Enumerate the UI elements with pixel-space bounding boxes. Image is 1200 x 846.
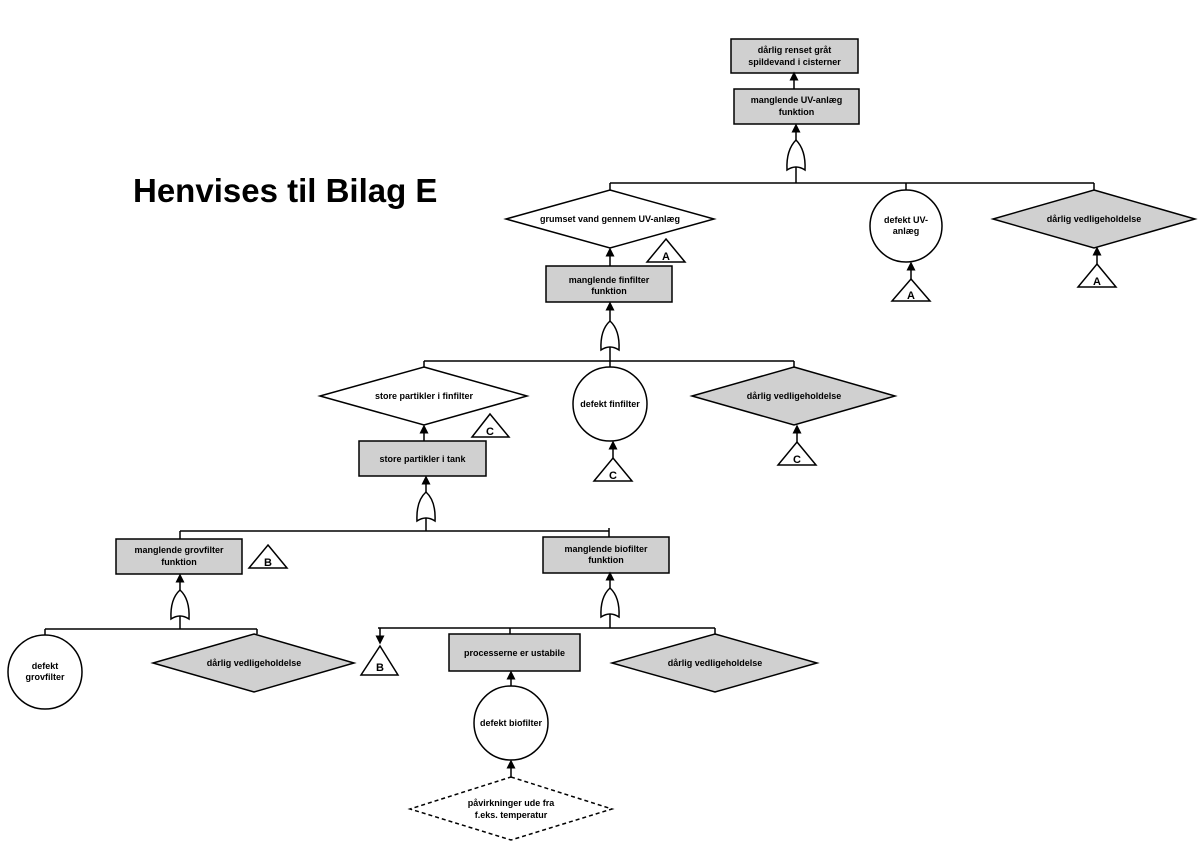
paavirkninger-label-2: f.eks. temperatur	[475, 810, 548, 820]
defekt-grovfilter-label-2: grovfilter	[25, 672, 65, 682]
transfer-b-triangle[interactable]: B	[247, 543, 289, 569]
biofilter-function-box[interactable]: manglende biofilter funktion	[542, 536, 670, 574]
top-event-label-1: dårlig renset gråt	[758, 45, 832, 55]
defekt-finfilter-label: defekt finfilter	[580, 399, 640, 409]
defekt-finfilter-circle[interactable]: defekt finfilter	[572, 366, 648, 442]
defekt-uv-circle[interactable]: defekt UV- anlæg	[869, 189, 943, 263]
transfer-label: A	[1093, 276, 1101, 288]
grumset-diamond[interactable]: grumset vand gennem UV-anlæg	[503, 189, 717, 249]
uv-function-box[interactable]: manglende UV-anlæg funktion	[733, 88, 860, 125]
vedligeholdelse-label: dårlig vedligeholdelse	[668, 658, 763, 668]
transfer-label: B	[264, 557, 272, 569]
vedligeholdelse-label: dårlig vedligeholdelse	[747, 391, 842, 401]
paavirkninger-diamond[interactable]: påvirkninger ude fra f.eks. temperatur	[407, 776, 615, 841]
transfer-label: C	[486, 426, 494, 438]
paavirkninger-label-1: påvirkninger ude fra	[468, 798, 556, 808]
page-title: Henvises til Bilag E	[133, 172, 437, 209]
vedligeholdelse-grov-diamond[interactable]: dårlig vedligeholdelse	[150, 633, 357, 693]
defekt-biofilter-circle[interactable]: defekt biofilter	[473, 685, 549, 761]
finfilter-function-label-1: manglende finfilter	[569, 275, 650, 285]
transfer-label: A	[907, 290, 915, 302]
uv-function-label-1: manglende UV-anlæg	[751, 95, 843, 105]
uv-function-label-2: funktion	[779, 107, 815, 117]
or-gate-icon	[600, 319, 620, 352]
top-event-box[interactable]: dårlig renset gråt spildevand i cisterne…	[730, 38, 859, 74]
defekt-uv-label-1: defekt UV-	[884, 215, 928, 225]
top-event-label-2: spildevand i cisterner	[748, 57, 841, 67]
store-finfilter-diamond[interactable]: store partikler i finfilter	[317, 366, 530, 426]
transfer-b-triangle[interactable]: B	[359, 644, 400, 676]
processerne-box[interactable]: processerne er ustabile	[448, 633, 581, 672]
or-gate-icon	[600, 586, 620, 619]
biofilter-function-label-1: manglende biofilter	[564, 544, 648, 554]
or-gate-icon	[416, 490, 436, 523]
transfer-a-triangle[interactable]: A	[1076, 262, 1118, 288]
grumset-label: grumset vand gennem UV-anlæg	[540, 214, 680, 224]
or-gate-icon	[786, 138, 806, 172]
grovfilter-function-box[interactable]: manglende grovfilter funktion	[115, 538, 243, 575]
transfer-label: C	[793, 454, 801, 466]
store-tank-box[interactable]: store partikler i tank	[358, 440, 487, 477]
vedligeholdelse-label: dårlig vedligeholdelse	[207, 658, 302, 668]
defekt-uv-label-2: anlæg	[893, 226, 920, 236]
transfer-label: C	[609, 470, 617, 482]
transfer-label: B	[376, 662, 384, 674]
defekt-grovfilter-circle[interactable]: defekt grovfilter	[7, 634, 83, 710]
transfer-a-triangle[interactable]: A	[645, 237, 687, 263]
vedligeholdelse-uv-diamond[interactable]: dårlig vedligeholdelse	[990, 189, 1198, 249]
defekt-grovfilter-label-1: defekt	[32, 661, 59, 671]
grovfilter-function-label-1: manglende grovfilter	[134, 545, 224, 555]
transfer-c-triangle[interactable]: C	[776, 440, 818, 466]
defekt-biofilter-label: defekt biofilter	[480, 718, 543, 728]
transfer-a-triangle[interactable]: A	[890, 277, 932, 302]
vedligeholdelse-bio-diamond[interactable]: dårlig vedligeholdelse	[609, 633, 820, 693]
store-finfilter-label: store partikler i finfilter	[375, 391, 474, 401]
finfilter-function-label-2: funktion	[591, 286, 627, 296]
vedligeholdelse-label: dårlig vedligeholdelse	[1047, 214, 1142, 224]
transfer-label: A	[662, 251, 670, 263]
grovfilter-function-label-2: funktion	[161, 557, 197, 567]
vedligeholdelse-fin-diamond[interactable]: dårlig vedligeholdelse	[689, 366, 898, 426]
finfilter-function-box[interactable]: manglende finfilter funktion	[545, 265, 673, 303]
store-tank-label: store partikler i tank	[379, 454, 466, 464]
transfer-c-triangle[interactable]: C	[592, 456, 634, 482]
processerne-label: processerne er ustabile	[464, 648, 565, 658]
biofilter-function-label-2: funktion	[588, 555, 624, 565]
or-gate-icon	[170, 588, 190, 621]
transfer-c-triangle[interactable]: C	[470, 412, 511, 438]
